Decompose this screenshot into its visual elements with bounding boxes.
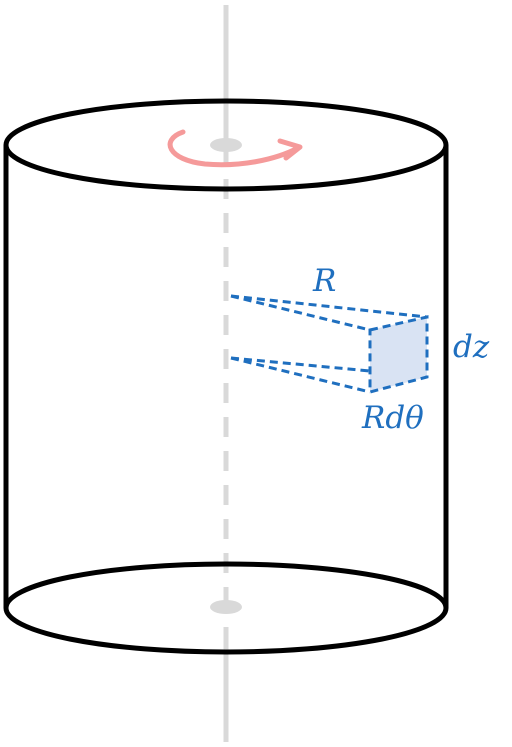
rotation-arrow-head	[277, 138, 303, 161]
label-height-element: dz	[453, 329, 490, 365]
volume-element	[230, 294, 429, 394]
element-bottom-inner-line	[230, 356, 371, 394]
volume-element-face	[368, 315, 429, 394]
rotation-arrow-icon	[167, 129, 303, 168]
axis-top-dot	[210, 138, 242, 152]
cylinder-bottom-ellipse	[3, 561, 449, 655]
element-top-inner-line	[230, 294, 371, 332]
element-bottom-outer-line	[230, 356, 371, 373]
element-top-outer-line	[230, 294, 428, 319]
label-arc-element: Rdθ	[361, 400, 424, 436]
axis-bottom-dot	[210, 600, 242, 614]
rotation-arrow-arc	[167, 129, 301, 168]
cylinder-outline	[3, 98, 449, 655]
label-radius: R	[312, 263, 336, 299]
